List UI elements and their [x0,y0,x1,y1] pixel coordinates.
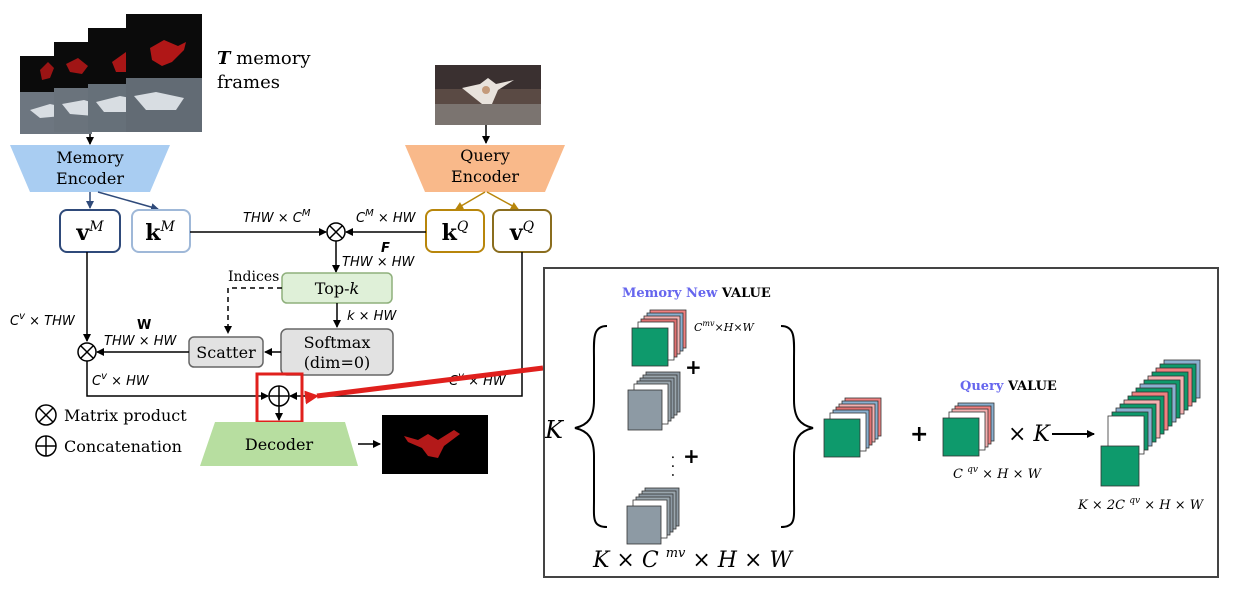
legend-concatenation: Concatenation [64,437,182,456]
dim-cv-hw-left: Cv × HW [92,371,150,389]
query-value-stack [942,402,995,457]
inset-plus-2: + [683,444,700,468]
arrow-value-product-to-concat [86,361,269,400]
memory-gray-stack-1 [627,371,681,431]
inset-dim-query: C qv × H × W [953,465,1043,482]
inset-title-query: Query VALUE [960,379,1057,394]
inset-title-memory: Memory New VALUE [622,286,771,301]
key-matrix-product-symbol [326,222,346,242]
red-callout-arrow [304,365,544,405]
arrow-indices-to-scatter [224,287,282,334]
right-brace [780,325,814,528]
memory-encoder-label-2: Encoder [56,169,124,188]
memory-encoder-label-1: Memory [56,148,123,167]
topk-label: Top-k [315,279,359,298]
memory-green-stack [631,309,687,367]
arrow-query-encoder-to-vQ [486,191,519,210]
arrow-vQ-to-concat [289,252,523,400]
decoder [200,422,358,466]
dim-cv-thw: Cv × THW [10,311,76,329]
dim-thw-hw-2: THW × HW [104,334,178,349]
inset-dim-top: Cmv×H×W [694,319,756,334]
query-encoder-label-2: Encoder [451,167,519,186]
decoder-label: Decoder [245,435,314,454]
concatenation-legend-icon [35,435,57,457]
vM-box [59,209,121,253]
memory-frames-label-line2: frames [217,72,280,93]
vQ-label: vQ [509,219,535,246]
inset-dots: · · · [664,455,680,477]
inset-plus-big: + [910,422,928,447]
arrow-memory-encoder-to-kM [97,191,159,211]
matrix-product-legend-icon [35,404,57,426]
concatenation-symbol [268,385,290,407]
dim-thw-cm: THW × CM [243,208,311,226]
inset-label-K: K [544,416,565,444]
inset-times-K: × K [1008,422,1051,447]
combined-memory-stack [823,397,882,458]
left-brace [574,325,608,528]
kM-label: kM [145,219,175,246]
kM-box [131,209,191,253]
inset-dim-bottom: K × C mv × H × W [592,546,794,573]
kQ-box [425,209,485,253]
dim-k-hw: k × HW [347,309,397,324]
memory-encoder [10,145,170,192]
inset-plus-1: + [685,355,702,379]
query-encoder [405,145,565,192]
indices-label: Indices [228,269,279,285]
vM-label: vM [75,219,104,246]
softmax-label-1: Softmax [304,333,371,352]
arrow-query-encoder-to-kQ [455,191,486,210]
output-mask-image [382,415,488,474]
kQ-label: kQ [442,219,469,246]
memory-gray-stack-2 [626,487,680,545]
scatter-label: Scatter [196,343,256,362]
dim-thw-hw-1: THW × HW [342,255,416,270]
inset-dim-result: K × 2C qv × H × W [1077,496,1205,513]
query-frame-image [435,65,541,125]
value-matrix-product-symbol [77,342,97,362]
label-F: F [381,241,390,256]
memory-frames-stack [20,14,202,134]
softmax-label-2: (dim=0) [304,353,371,372]
memory-frame-4 [126,14,202,132]
memory-frames-label-line1: T memory [217,48,311,69]
label-W: W [137,318,151,333]
legend-matrix-product: Matrix product [64,406,187,425]
dim-cm-hw: CM × HW [356,208,417,226]
query-encoder-label-1: Query [460,146,510,165]
result-stack [1100,359,1201,487]
